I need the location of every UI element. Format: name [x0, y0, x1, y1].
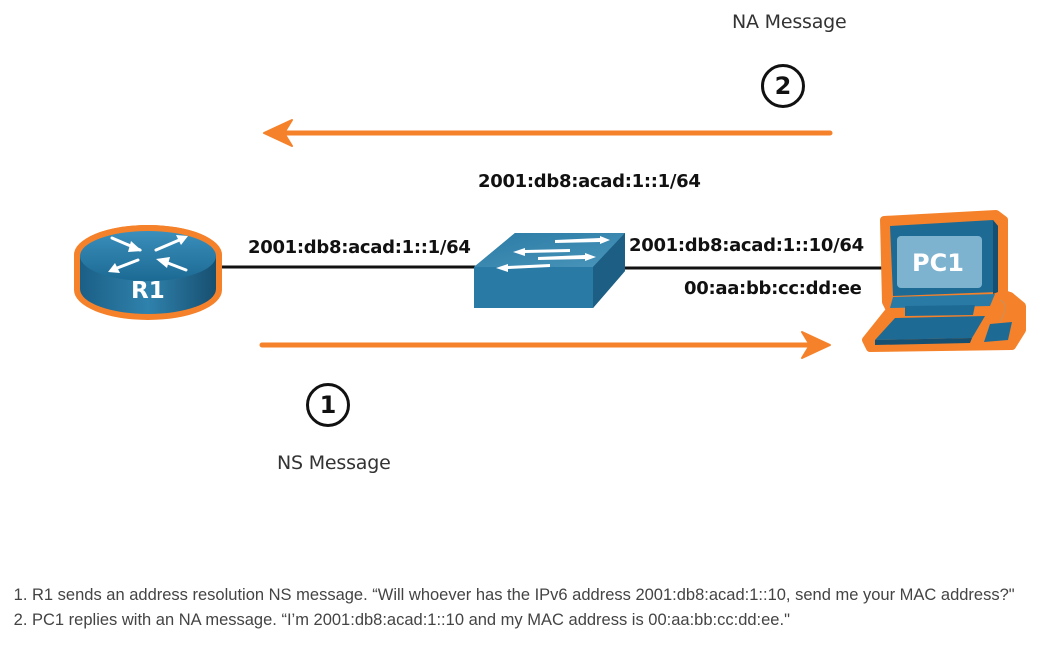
router-label: R1 — [131, 278, 165, 304]
na-arrow — [263, 119, 833, 147]
note-item-1: R1 sends an address resolution NS messag… — [32, 583, 1043, 608]
explanation-list: R1 sends an address resolution NS messag… — [0, 583, 1043, 633]
ns-message-label: NS Message — [277, 452, 391, 474]
switch-icon[interactable] — [474, 233, 625, 308]
pc1-mac-label: 00:aa:bb:cc:dd:ee — [684, 278, 862, 299]
note-item-2: PC1 replies with an NA message. “I’m 200… — [32, 608, 1043, 633]
na-message-label: NA Message — [732, 11, 847, 33]
ns-arrow — [259, 331, 831, 359]
step-2-badge: 2 — [761, 64, 805, 108]
pc1-label: PC1 — [912, 249, 964, 277]
router-r1-icon[interactable] — [74, 225, 222, 320]
r1-address-label: 2001:db8:acad:1::1/64 — [248, 237, 471, 258]
step-1-badge: 1 — [306, 383, 350, 427]
top-address-label: 2001:db8:acad:1::1/64 — [478, 171, 701, 192]
pc1-address-label: 2001:db8:acad:1::10/64 — [629, 235, 864, 256]
pc1-icon[interactable] — [862, 210, 1026, 352]
